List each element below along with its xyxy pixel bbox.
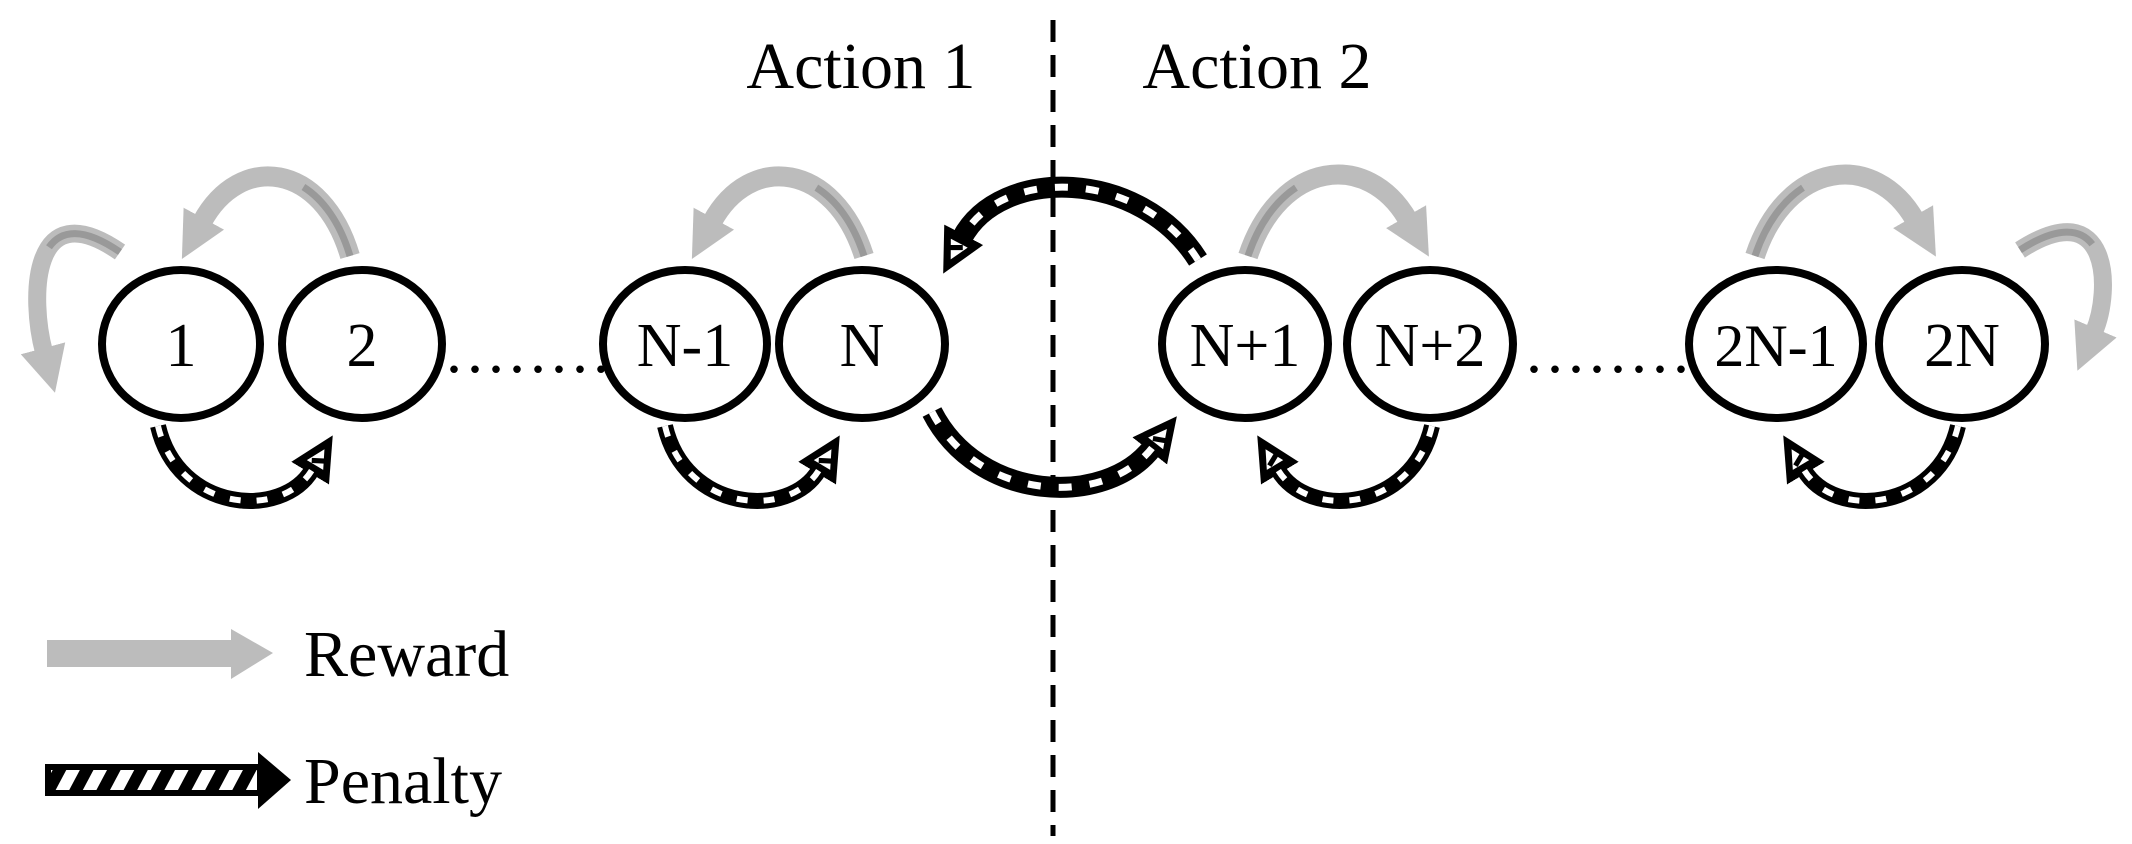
legend-penalty-label: Penalty <box>304 745 502 818</box>
penalty-arrow-N-to-N1-bottom <box>922 406 1177 498</box>
state-circle-N <box>775 266 949 422</box>
reward-shade-stripe <box>198 173 354 258</box>
reward-arrow-2-to-1 <box>181 166 360 260</box>
penalty-stripes-group <box>155 183 1961 504</box>
penalty-stripe <box>958 183 1201 262</box>
penalty-arrow-head <box>258 752 291 809</box>
reward-arrows-shade-group <box>33 171 2107 353</box>
reward-shade-stripe <box>1244 171 1412 258</box>
reward-arrow-head <box>231 629 273 679</box>
legend-penalty-arrow-icon <box>45 752 291 809</box>
state-label-2: 2 <box>347 312 378 380</box>
reward-shade-stripe <box>2018 228 2107 334</box>
ellipsis-right: ........ <box>1526 315 1694 386</box>
penalty-arrow-N1-to-N-top <box>943 176 1207 274</box>
legend-reward-label: Reward <box>304 618 509 691</box>
penalty-stripe <box>1275 425 1435 504</box>
state-label-1: 1 <box>166 312 197 380</box>
reward-shade-stripe <box>708 173 868 258</box>
state-label-N2: N+2 <box>1375 312 1486 380</box>
state-circle-2N-1 <box>1685 266 1867 422</box>
reward-shade-stripe <box>1751 171 1919 258</box>
state-label-N-1: N-1 <box>637 312 733 380</box>
legend-reward-arrow-icon <box>47 629 273 679</box>
ellipsis-left: ........ <box>446 315 614 386</box>
state-circle-N-1 <box>599 266 771 422</box>
state-label-2N-1: 2N-1 <box>1714 313 1837 379</box>
penalty-stripe <box>1801 425 1961 504</box>
action-2-label: Action 2 <box>1142 30 1371 103</box>
reward-shade-stripe <box>33 230 122 353</box>
state-circle-1 <box>98 266 264 422</box>
penalty-arrow-shaft <box>45 764 263 796</box>
legend: Reward Penalty <box>45 618 509 818</box>
penalty-stripe <box>928 410 1155 491</box>
state-circle-N2 <box>1343 266 1517 422</box>
state-label-2N: 2N <box>1924 312 2000 380</box>
penalty-stripe <box>155 425 315 504</box>
state-circle-2N <box>1875 266 2049 422</box>
action-1-label: Action 1 <box>746 30 975 103</box>
state-circle-2 <box>278 266 446 422</box>
state-labels-group: 1 2 N-1 N N+1 N+2 2N-1 2N <box>166 312 2000 380</box>
penalty-stripe <box>662 425 822 504</box>
reward-arrow-shaft <box>47 640 231 667</box>
state-label-N1: N+1 <box>1190 312 1301 380</box>
states-group <box>98 266 2049 422</box>
state-label-N: N <box>840 312 885 380</box>
state-circle-N1 <box>1158 266 1332 422</box>
